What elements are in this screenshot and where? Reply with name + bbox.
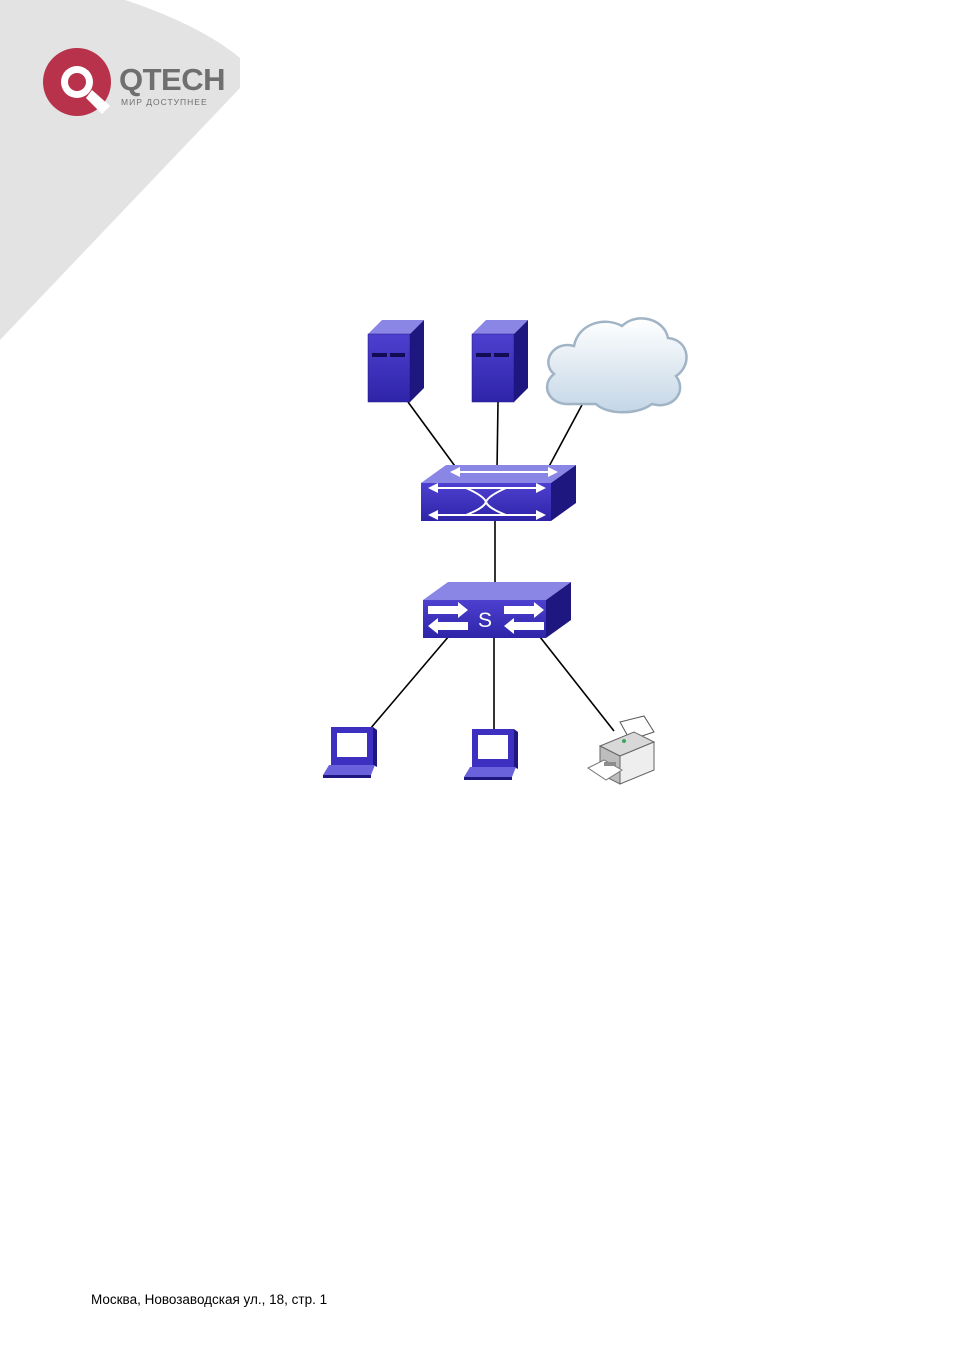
link-cloud-core: [546, 403, 583, 472]
workstation-icon: [323, 727, 377, 778]
link-access-pc-1: [370, 636, 449, 729]
switch-icon: S: [423, 582, 571, 638]
connection-lines: [370, 402, 614, 731]
link-server-2-core: [497, 402, 498, 470]
server-icon: [472, 320, 528, 402]
printer-icon: [588, 716, 654, 784]
server-icon: [368, 320, 424, 402]
footer-address: Москва, Новозаводская ул., 18, стр. 1: [91, 1292, 327, 1307]
link-server-1-core: [408, 402, 460, 473]
workstation-icon: [464, 729, 518, 780]
cloud-icon: [547, 318, 686, 412]
switch-label: S: [478, 609, 492, 632]
core-switch-icon: [421, 465, 576, 521]
link-access-printer: [540, 637, 614, 731]
